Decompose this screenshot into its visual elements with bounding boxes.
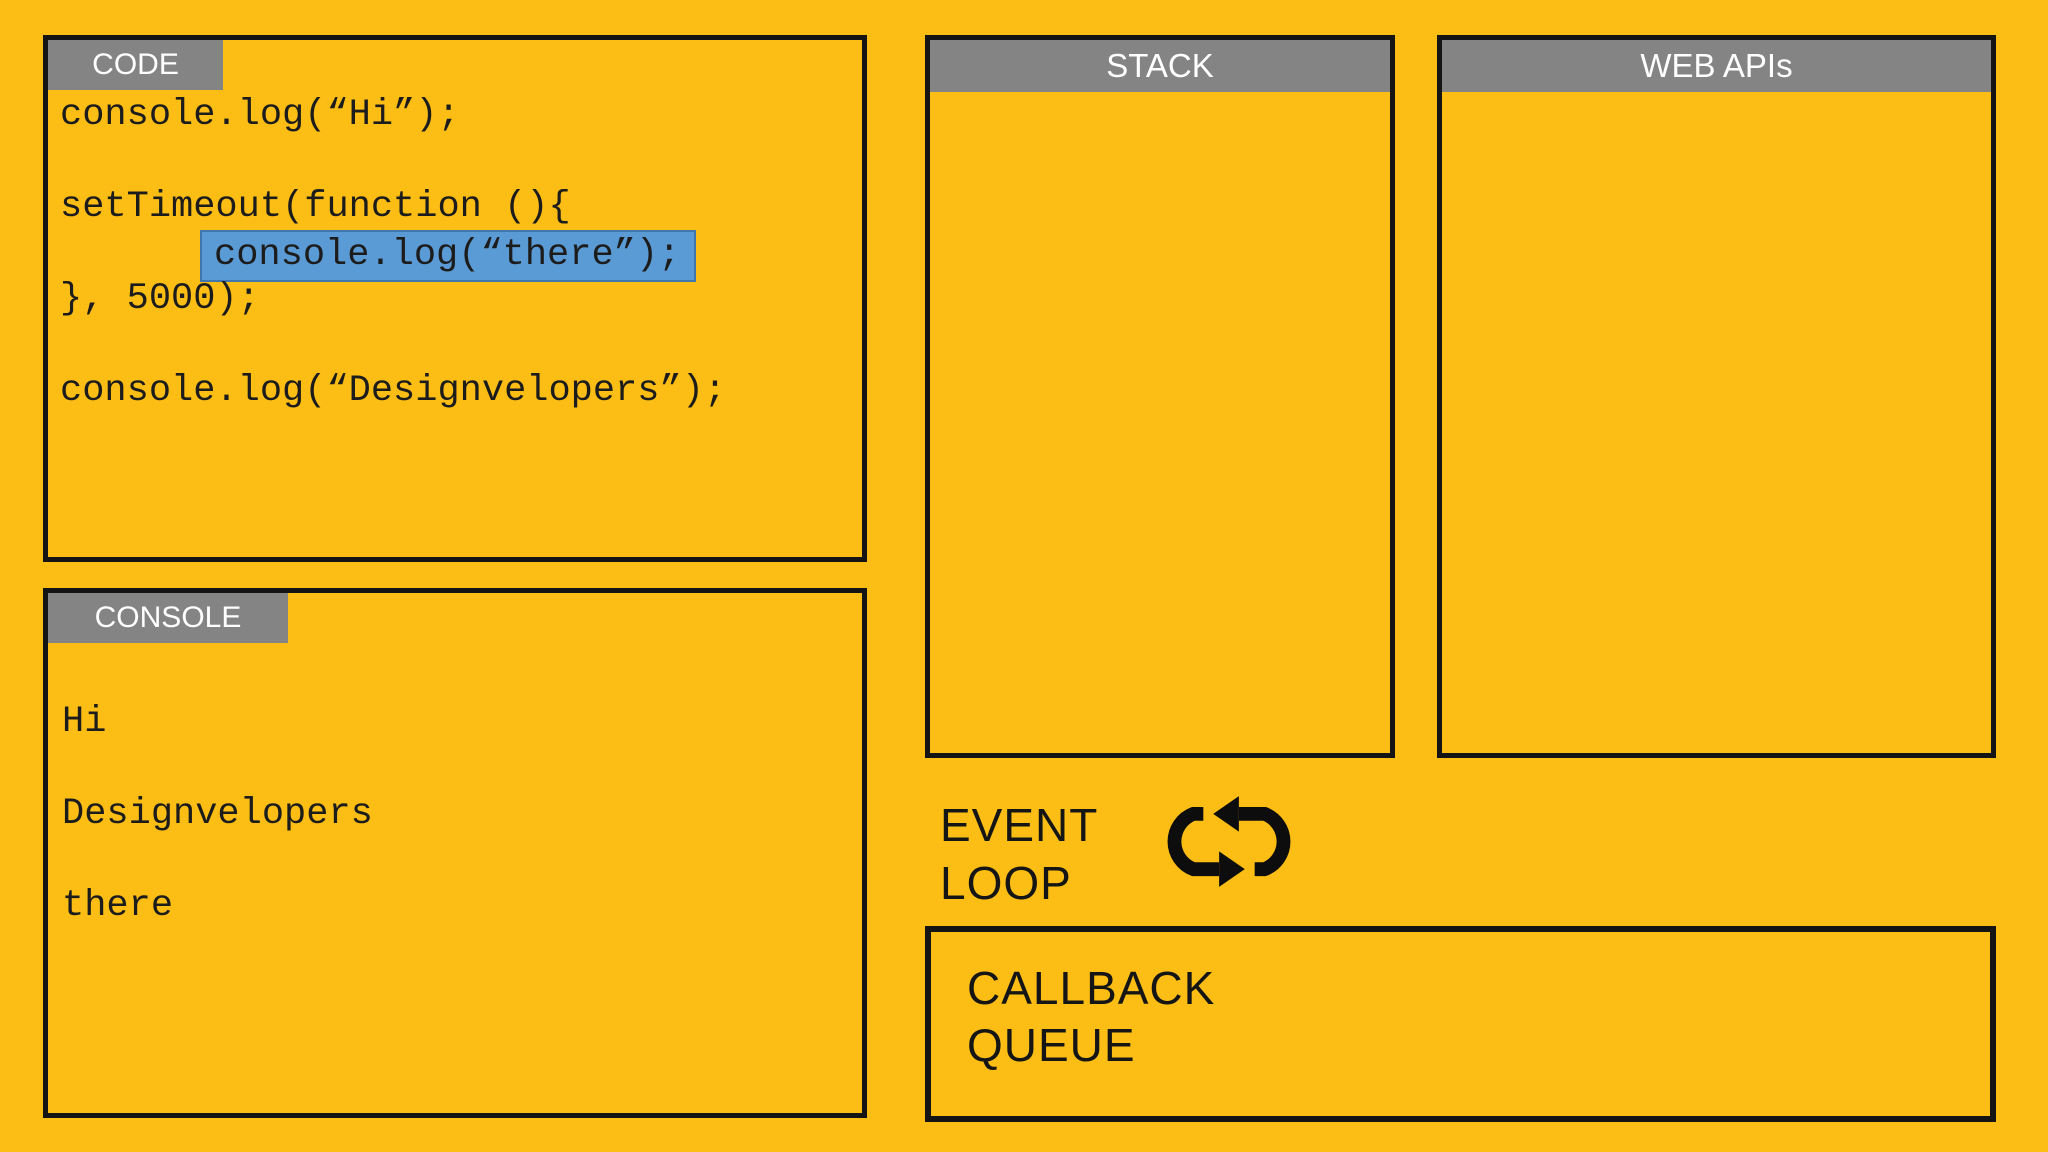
code-panel-label: CODE [48,40,223,90]
stack-panel-label: STACK [930,40,1390,92]
code-line: setTimeout(function (){ [60,186,571,228]
callback-queue-label-line2: QUEUE [967,1019,1136,1071]
code-line: console.log(“Designvelopers”); [60,370,727,412]
console-output: Hi Designvelopers there [62,699,373,975]
event-loop-label-line1: EVENT [940,799,1099,851]
event-loop-block: EVENT LOOP [940,796,1308,912]
console-line: Designvelopers [62,793,373,835]
code-line: }, 5000); [60,278,260,320]
code-line: console.log(“Hi”); [60,94,460,136]
event-loop-label: EVENT LOOP [940,796,1098,912]
callback-queue-panel: CALLBACK QUEUE [925,926,1996,1122]
highlighted-code-line: console.log(“there”); [200,230,697,282]
web-apis-panel: WEB APIs [1437,35,1996,758]
stack-panel: STACK [925,35,1395,758]
event-loop-label-line2: LOOP [940,857,1072,909]
console-line: there [62,885,174,927]
code-content: console.log(“Hi”); setTimeout(function (… [60,92,854,414]
callback-queue-label: CALLBACK QUEUE [967,960,1215,1074]
console-panel: CONSOLE Hi Designvelopers there [43,588,867,1118]
code-panel: CODE console.log(“Hi”); setTimeout(funct… [43,35,867,562]
callback-queue-label-line1: CALLBACK [967,962,1216,1014]
console-line: Hi [62,701,107,743]
code-line-blank [60,138,854,184]
code-line: console.log(“there”); [60,230,854,282]
code-line-blank [60,322,854,368]
loop-arrows-icon [1167,796,1291,887]
console-panel-label: CONSOLE [48,593,288,643]
web-apis-panel-label: WEB APIs [1442,40,1991,92]
